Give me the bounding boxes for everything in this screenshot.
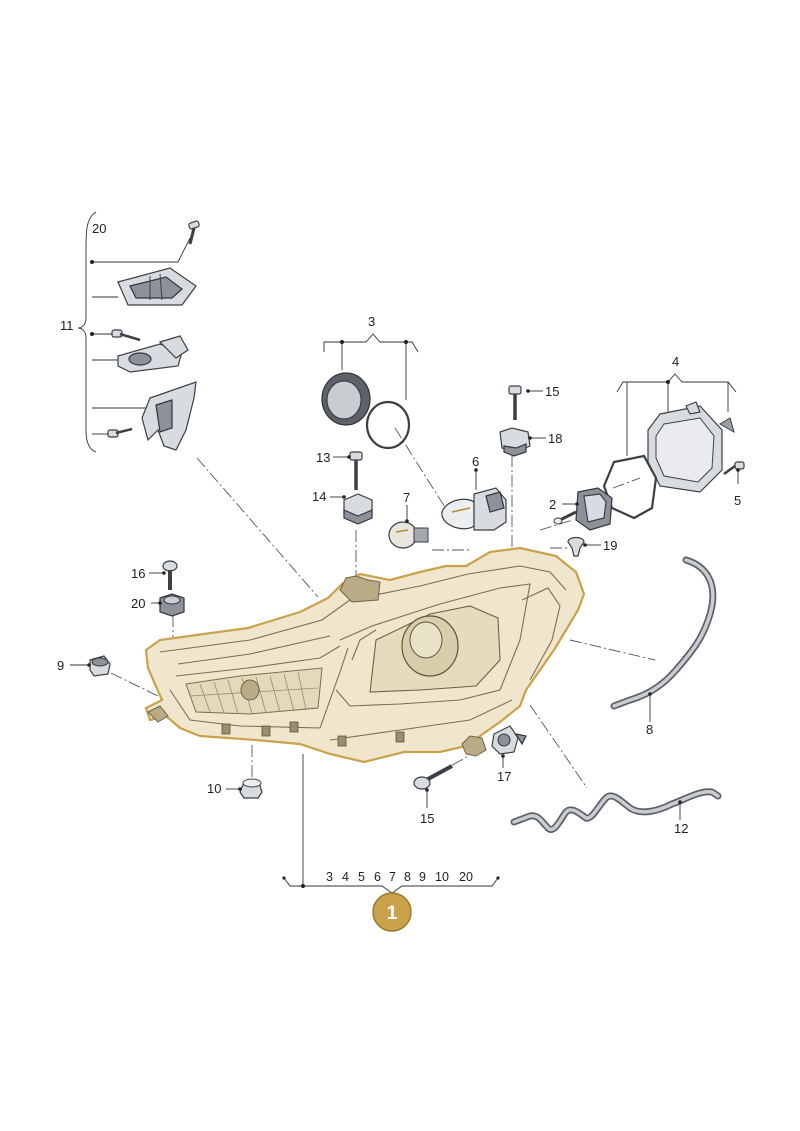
group-row-labels: 3 4 5 6 7 8 9 10 20 [326,870,473,884]
bulb-part-6 [441,468,507,531]
group-row-item: 8 [404,870,411,884]
label-20-nut: 20 [131,596,145,611]
screw-part-5 [723,461,745,484]
label-13: 13 [316,450,330,465]
group-row-item: 9 [419,870,426,884]
group-row-item: 4 [342,870,349,884]
label-11: 11 [60,318,74,333]
label-20-top: 20 [92,221,106,236]
group-row-item: 6 [374,870,381,884]
group-row-item: 3 [326,870,333,884]
ballast-housing-part [647,401,735,493]
socket-part-18 [499,427,546,457]
group-row-item: 20 [459,870,473,884]
label-2: 2 [549,497,556,512]
grommet-part-9 [70,655,111,677]
label-19: 19 [603,538,617,553]
nut-part-20 [151,593,185,617]
hose-part-12 [510,788,722,833]
group-11-bracket [77,211,191,453]
assembly-badge: 1 [372,892,412,932]
clip-part-19 [567,536,601,557]
group-4-bracket [616,373,737,456]
screw-part-15-bottom [413,764,453,808]
cover-cap-part [321,372,371,426]
control-unit-part [117,267,197,306]
screw-part-20-top [188,220,200,245]
cap-part-10 [226,778,263,799]
bulb-part-2 [553,487,613,531]
adjuster-part-17 [491,725,527,768]
label-10: 10 [207,781,221,796]
group-3-bracket [323,333,419,400]
group-row-item: 7 [389,870,396,884]
label-9: 9 [57,658,64,673]
label-14: 14 [312,489,326,504]
screw-part-15-top [508,385,543,420]
bracket-part [107,381,197,451]
label-15-bottom: 15 [420,811,434,826]
part-labels: 20 11 3 4 15 18 13 6 14 7 2 5 19 16 20 9… [57,221,741,836]
label-15-top: 15 [545,384,559,399]
label-18: 18 [548,431,562,446]
label-6: 6 [472,454,479,469]
label-17: 17 [497,769,511,784]
label-16: 16 [131,566,145,581]
socket-part-14 [330,493,373,525]
screw-part-13 [333,451,363,490]
label-12: 12 [674,821,688,836]
label-5: 5 [734,493,741,508]
headlight-assembly-part-1 [144,546,586,764]
assembly-badge-number: 1 [387,903,398,924]
group-row-item: 10 [435,870,449,884]
screw-part-16 [149,560,178,590]
label-7: 7 [403,490,410,505]
seal-frame-part-4 [602,454,658,520]
seal-ring-part-3 [365,400,411,450]
group-row-item: 5 [358,870,365,884]
label-8: 8 [646,722,653,737]
seal-strip-part-8 [610,556,717,722]
label-4: 4 [672,354,679,369]
label-3: 3 [368,314,375,329]
holder-part [111,329,189,373]
bulb-part-7 [388,505,429,549]
